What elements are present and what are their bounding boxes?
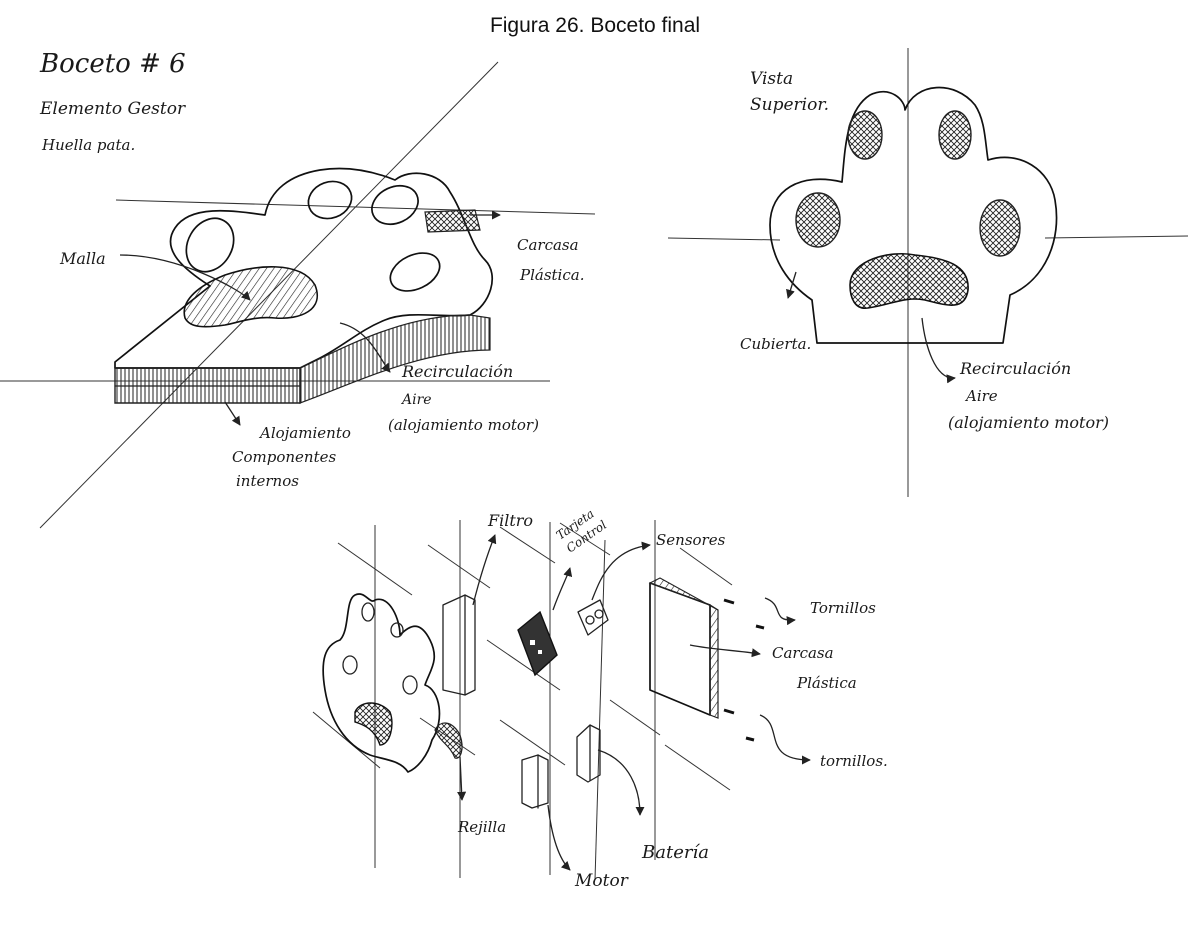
motor-label: Motor	[574, 871, 629, 891]
superior-label: Superior.	[750, 95, 829, 115]
plastica-label-a: Plástica.	[519, 266, 584, 284]
carcasa-label-c: Carcasa	[772, 644, 834, 662]
alojamiento-motor-label-a: (alojamiento motor)	[388, 416, 539, 434]
carcasa-label-a: Carcasa	[517, 236, 579, 254]
filtro-label: Filtro	[487, 511, 533, 530]
tornillos-label-1: Tornillos	[810, 599, 876, 617]
malla-label: Malla	[59, 249, 106, 268]
plastica-label-c: Plástica	[796, 674, 857, 692]
isometric-paw-sketch: Boceto # 6 Elemento Gestor Huella pata. …	[0, 49, 595, 528]
componentes-label: Componentes	[232, 448, 336, 466]
boceto-number-label: Boceto # 6	[39, 49, 186, 79]
alojamiento-motor-label-b: (alojamiento motor)	[948, 413, 1109, 432]
sensores-label: Sensores	[656, 531, 726, 549]
top-view-sketch: Vista Superior. Cubierta. Recirculación …	[668, 48, 1188, 497]
recirculacion-label-a: Recirculación	[401, 362, 513, 381]
recirculacion-label-b: Recirculación	[959, 359, 1071, 378]
rejilla-label: Rejilla	[457, 818, 506, 836]
aire-label-b: Aire	[964, 387, 998, 405]
bateria-label: Batería	[641, 842, 709, 863]
vista-label: Vista	[750, 69, 793, 89]
exploded-view-sketch: Filtro Tarjeta Control Sensores Tornillo…	[313, 506, 888, 891]
alojamiento-label: Alojamiento	[258, 424, 351, 442]
internos-label: internos	[236, 472, 299, 490]
aire-label-a: Aire	[400, 392, 432, 408]
cubierta-label: Cubierta.	[740, 335, 811, 353]
elemento-gestor-label: Elemento Gestor	[39, 99, 186, 119]
tornillos-label-2: tornillos.	[820, 752, 888, 770]
huella-pata-label: Huella pata.	[41, 136, 135, 154]
